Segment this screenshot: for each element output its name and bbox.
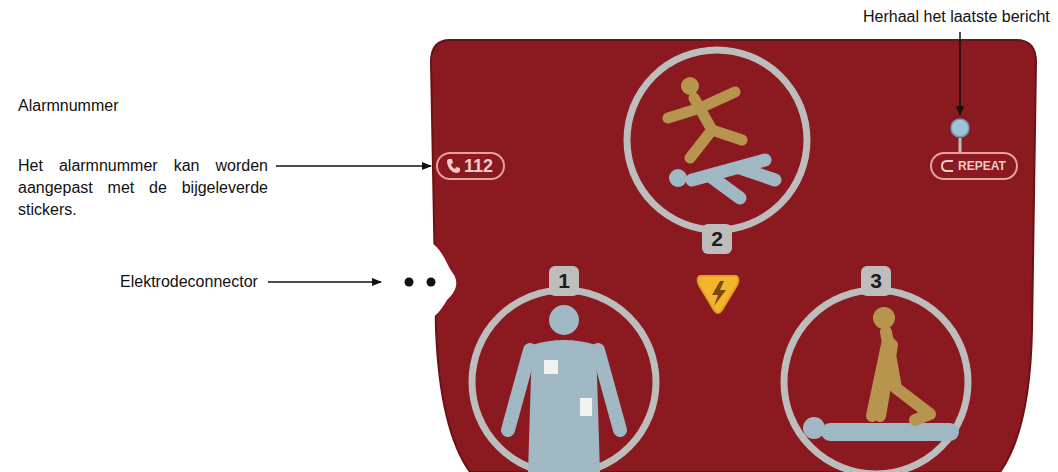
badge-text: REPEAT [958,155,1006,177]
connector-pin [427,278,436,287]
electrode-pad [580,398,592,416]
badge-text: 112 [464,155,493,177]
electrode-pad [544,360,558,374]
number-tab: 2 [702,224,732,254]
pictogram-ring [784,290,968,472]
button-stem [959,138,962,152]
lightning-symbol [712,281,726,306]
leader-arrow [276,165,431,167]
phone-handset [447,159,460,173]
repeat-icon [939,157,955,175]
alert-pictogram [627,50,807,230]
rescuer-head [873,307,895,329]
victim-head [669,169,687,187]
torso-arms [508,350,620,430]
repeat-button [951,119,969,137]
callout-note: Het alarmnummer kan worden aangepast met… [18,155,268,221]
pictogram-ring [472,290,656,472]
pictogram-circle: 3 [779,266,973,472]
torso-body [528,340,600,472]
connector-pin [405,278,414,287]
step-number: 3 [870,269,882,293]
pictogram-ring [627,50,807,230]
step-number: 1 [558,269,570,293]
repeat-curve [942,161,953,171]
callout-label: Alarmnummer [18,95,118,117]
device-panel [431,40,1036,472]
callout-label: Elektrodeconnector [120,271,258,293]
victim-body [830,423,950,441]
rescuer-body [668,92,742,158]
rescuer-head [681,77,699,95]
leader-arrow [959,32,961,115]
cpr-pictogram [784,290,968,472]
pictogram-circle: 2 [622,45,812,254]
number-tab: 3 [861,266,891,296]
callout-label: Herhaal het laatste bericht [863,6,1050,28]
victim-body [692,160,775,198]
label-badge: REPEAT [930,152,1018,180]
electrode-connector [384,240,457,322]
number-tab: 1 [549,266,579,296]
torso-head [549,305,579,335]
phone-icon [445,157,461,175]
shock-button [698,276,739,313]
electrode-pictogram [472,290,656,472]
leader-arrow [268,281,381,283]
victim-head [803,417,825,439]
pictogram-circle: 1 [467,266,661,472]
label-badge: 112 [436,152,505,180]
rescuer-body [872,332,930,420]
step-number: 2 [711,227,723,251]
